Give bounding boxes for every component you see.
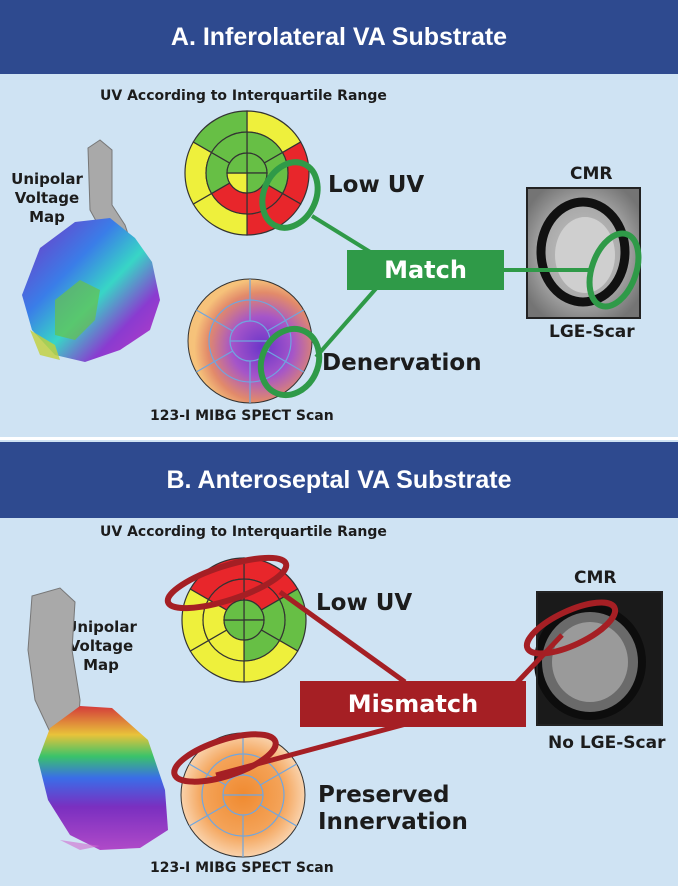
mismatch-label: Mismatch <box>300 681 526 727</box>
panel-a-map-label: Unipolar Voltage Map <box>2 170 92 227</box>
panel-b-voltage-map <box>27 587 168 850</box>
panel-a-match-connectors <box>257 159 642 399</box>
panel-b-cmr-image <box>534 591 663 726</box>
map-label-line1: Unipolar <box>11 170 83 188</box>
innervation-line1: Preserved <box>318 782 450 808</box>
panel-a-scar-label: LGE-Scar <box>549 322 635 342</box>
panel-b-low-uv: Low UV <box>316 590 413 616</box>
panel-a-voltage-map <box>22 139 160 362</box>
panel-b-scan-label: 123-I MIBG SPECT Scan <box>150 860 334 876</box>
panel-b-uv-bullseye <box>181 557 307 683</box>
panel-b-uv-label: UV According to Interquartile Range <box>100 524 387 540</box>
panel-a-cmr-label: CMR <box>570 164 613 184</box>
panel-a-low-uv: Low UV <box>328 172 425 198</box>
map-label-line3: Map <box>83 656 119 674</box>
panel-b-title: B. Anteroseptal VA Substrate <box>0 442 678 518</box>
panel-a-title: A. Inferolateral VA Substrate <box>0 0 678 74</box>
map-label-line1: Unipolar <box>65 618 137 636</box>
panel-a-scan-label: 123-I MIBG SPECT Scan <box>150 408 334 424</box>
panel-b-innervation-label: Preserved Innervation <box>318 782 468 836</box>
map-label-line2: Voltage <box>14 189 80 207</box>
panel-a-uv-label: UV According to Interquartile Range <box>100 88 387 104</box>
map-label-line2: Voltage <box>68 637 134 655</box>
panel-b-map-label: Unipolar Voltage Map <box>56 618 146 675</box>
panel-b-mismatch-connectors <box>164 554 619 785</box>
panel-b-scar-label: No LGE-Scar <box>548 733 666 753</box>
map-label-line3: Map <box>29 208 65 226</box>
panel-b-spect-bullseye <box>180 732 306 858</box>
match-label: Match <box>347 250 504 290</box>
panel-a-cmr-image <box>526 187 641 319</box>
innervation-line2: Innervation <box>318 809 468 835</box>
panel-a-uv-bullseye <box>184 110 310 236</box>
panel-a-denervation: Denervation <box>322 350 482 376</box>
panel-a-spect-bullseye <box>187 278 313 404</box>
panel-b-cmr-label: CMR <box>574 568 617 588</box>
